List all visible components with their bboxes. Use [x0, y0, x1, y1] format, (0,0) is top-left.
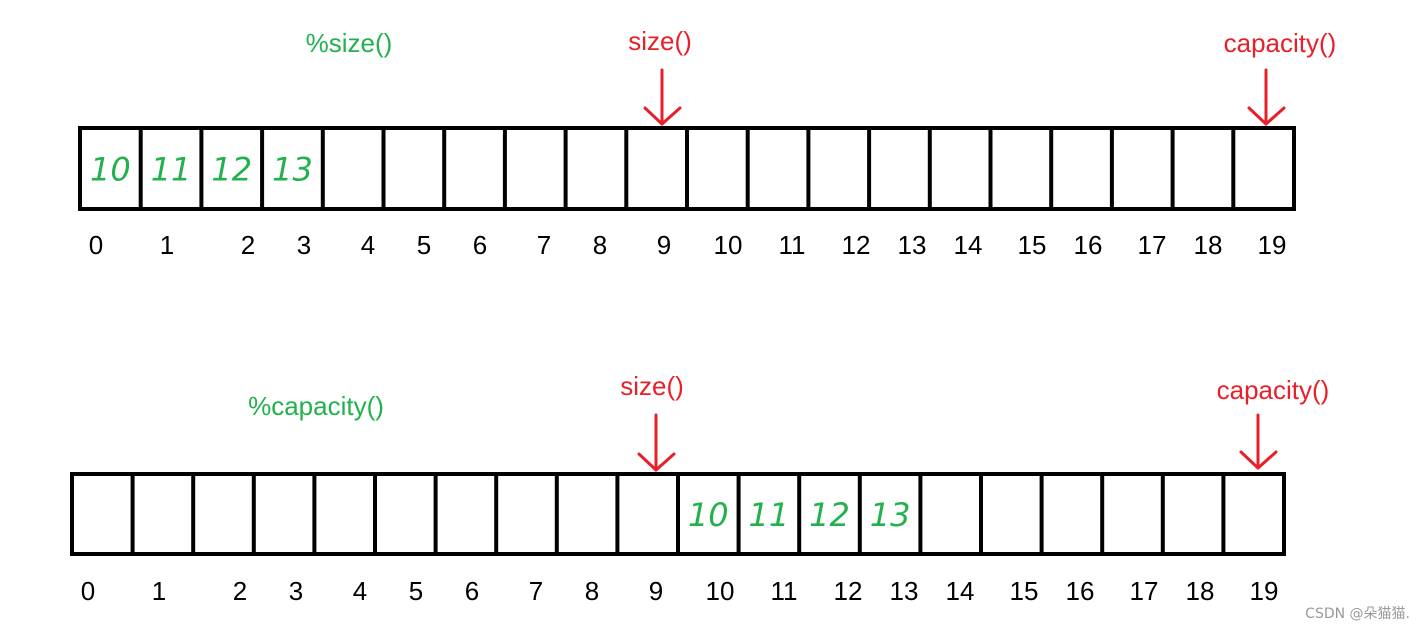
array-cell [979, 472, 1044, 556]
index-label: 9 [649, 576, 663, 606]
index-label: 11 [779, 230, 806, 260]
array-cell [251, 472, 317, 556]
array-cells: 10 11 12 13 [78, 126, 1297, 211]
array-cell [867, 126, 932, 211]
index-label: 2 [233, 576, 247, 606]
array-cell [1171, 126, 1235, 211]
index-label: 3 [297, 230, 311, 260]
index-label: 7 [537, 230, 551, 260]
array-cell [1100, 472, 1165, 556]
index-label: 6 [473, 230, 487, 260]
index-label: 17 [1130, 576, 1159, 606]
array-cell [312, 472, 377, 556]
array-cell [928, 126, 992, 211]
cell-value: 13 [870, 496, 911, 534]
array-cell [685, 126, 750, 211]
index-label: 12 [842, 230, 871, 260]
array-cell [502, 126, 568, 211]
array-cell [1040, 472, 1104, 556]
index-label: 11 [771, 576, 798, 606]
array-cell [806, 126, 871, 211]
index-label: 4 [353, 576, 367, 606]
index-label: 7 [529, 576, 543, 606]
array-cell [373, 472, 438, 556]
index-label: 15 [1010, 576, 1039, 606]
array-cell [555, 472, 619, 556]
array-cell [130, 472, 196, 556]
index-label: 15 [1018, 230, 1047, 260]
index-label: 1 [152, 576, 166, 606]
index-label: 2 [241, 230, 255, 260]
cell-value: 11 [151, 151, 192, 189]
array-cell [321, 126, 385, 211]
size-pointer-label: size() [628, 26, 692, 56]
capacity-arrow-icon [1247, 68, 1286, 126]
index-label: 18 [1186, 576, 1215, 606]
capacity-pointer-label: capacity() [1217, 375, 1330, 405]
index-label: 10 [714, 230, 743, 260]
index-label: 17 [1138, 230, 1167, 260]
index-label: 13 [890, 576, 919, 606]
cell-value: 12 [211, 151, 252, 189]
index-label: 4 [361, 230, 375, 260]
array-cell [1231, 126, 1297, 211]
cell-value: 13 [272, 151, 313, 189]
cell-value: 12 [809, 496, 850, 534]
index-label: 5 [409, 576, 423, 606]
index-label: 3 [289, 576, 303, 606]
index-label: 16 [1066, 576, 1095, 606]
array-cell [988, 126, 1054, 211]
array-cell [745, 126, 811, 211]
size-arrow-icon [637, 413, 676, 472]
modulo-capacity-label: %capacity() [248, 391, 384, 421]
array-cell [381, 126, 447, 211]
size-arrow-icon [643, 68, 682, 126]
array-cell [564, 126, 628, 211]
index-label: 19 [1258, 230, 1287, 260]
index-label: 0 [89, 230, 103, 260]
index-label: 5 [417, 230, 431, 260]
capacity-pointer-label: capacity() [1224, 28, 1337, 58]
array-cell [434, 472, 498, 556]
index-label: 14 [946, 576, 975, 606]
index-label: 10 [706, 576, 735, 606]
cell-value: 11 [749, 496, 790, 534]
array-cell [70, 472, 135, 556]
array-cell [191, 472, 256, 556]
array-cells: 10 11 12 13 [70, 472, 1287, 556]
index-label: 0 [81, 576, 95, 606]
index-label: 9 [657, 230, 671, 260]
index-label: 8 [593, 230, 607, 260]
cell-value: 10 [90, 151, 131, 189]
array-cell [624, 126, 689, 211]
size-pointer-label: size() [620, 371, 684, 401]
modulo-size-label: %size() [306, 28, 393, 58]
array-cell [918, 472, 983, 556]
index-label: 16 [1074, 230, 1103, 260]
array-cell [1161, 472, 1225, 556]
array-cell [1049, 126, 1114, 211]
array-cell [494, 472, 559, 556]
array-cell [615, 472, 681, 556]
watermark: CSDN @朵猫猫. [1305, 606, 1410, 622]
array-cell [1221, 472, 1287, 556]
index-label: 14 [954, 230, 983, 260]
index-label: 1 [160, 230, 174, 260]
cell-value: 10 [688, 496, 729, 534]
index-label: 18 [1194, 230, 1223, 260]
index-label: 8 [585, 576, 599, 606]
index-label: 6 [465, 576, 479, 606]
capacity-arrow-icon [1239, 413, 1278, 470]
index-label: 19 [1250, 576, 1279, 606]
index-label: 13 [898, 230, 927, 260]
array-cell [1109, 126, 1175, 211]
index-label: 12 [834, 576, 863, 606]
array-cell [442, 126, 507, 211]
